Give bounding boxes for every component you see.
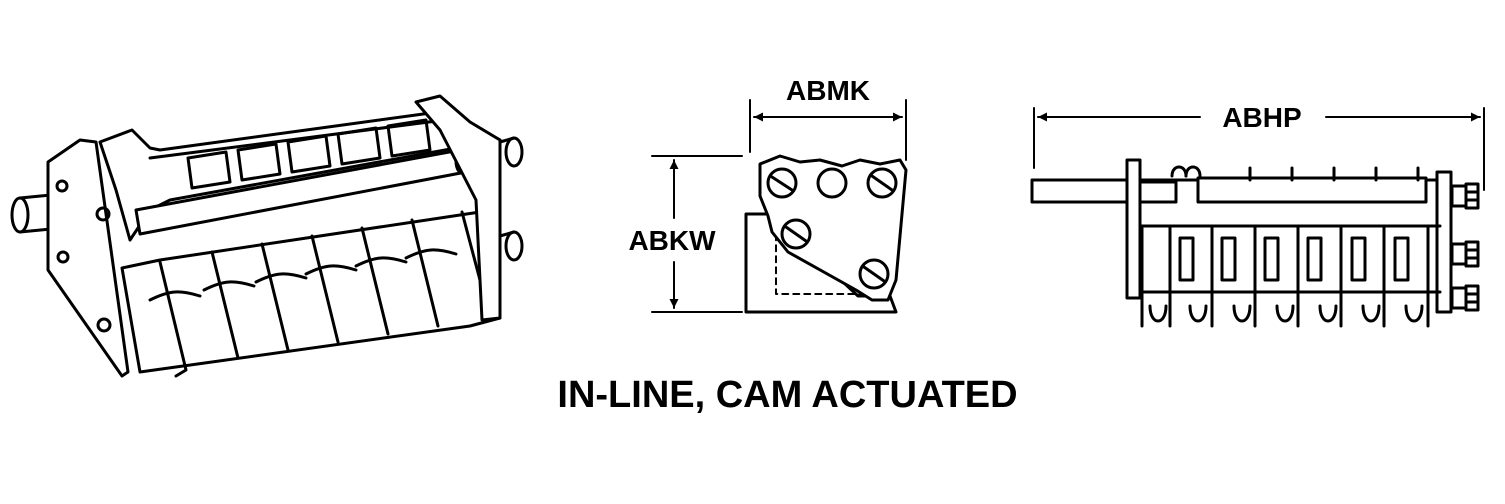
plate-screw: [95, 206, 111, 222]
side-hub: [1138, 180, 1178, 204]
length-dimension-label: ABHP: [1222, 102, 1301, 133]
perspective-view: [10, 94, 524, 378]
height-dimension-label: ABKW: [628, 225, 716, 256]
cam-windows: [186, 118, 432, 190]
side-contacts: [1178, 236, 1410, 282]
figure-caption: IN-LINE, CAM ACTUATED: [557, 374, 1018, 416]
plate-screw: [56, 250, 70, 264]
side-springs: [1170, 165, 1420, 182]
terminal-studs: [498, 136, 524, 262]
width-dimension-label: ABMK: [786, 75, 870, 106]
side-shaft: [1030, 178, 1130, 204]
end-view-screws: [766, 167, 898, 290]
side-cam-bar: [1196, 176, 1428, 204]
right-end-plate: [414, 94, 502, 322]
end-view: ABMK ABKW: [628, 75, 908, 314]
plate-screw: [96, 317, 112, 333]
side-terminal-nuts: [1450, 182, 1480, 312]
side-rear-plate: [1435, 170, 1453, 314]
plate-screw: [55, 179, 69, 193]
side-tines: [1140, 224, 1430, 328]
side-view: ABHP: [1030, 102, 1485, 328]
left-end-plate: [46, 138, 130, 378]
side-front-plate: [1125, 158, 1142, 300]
